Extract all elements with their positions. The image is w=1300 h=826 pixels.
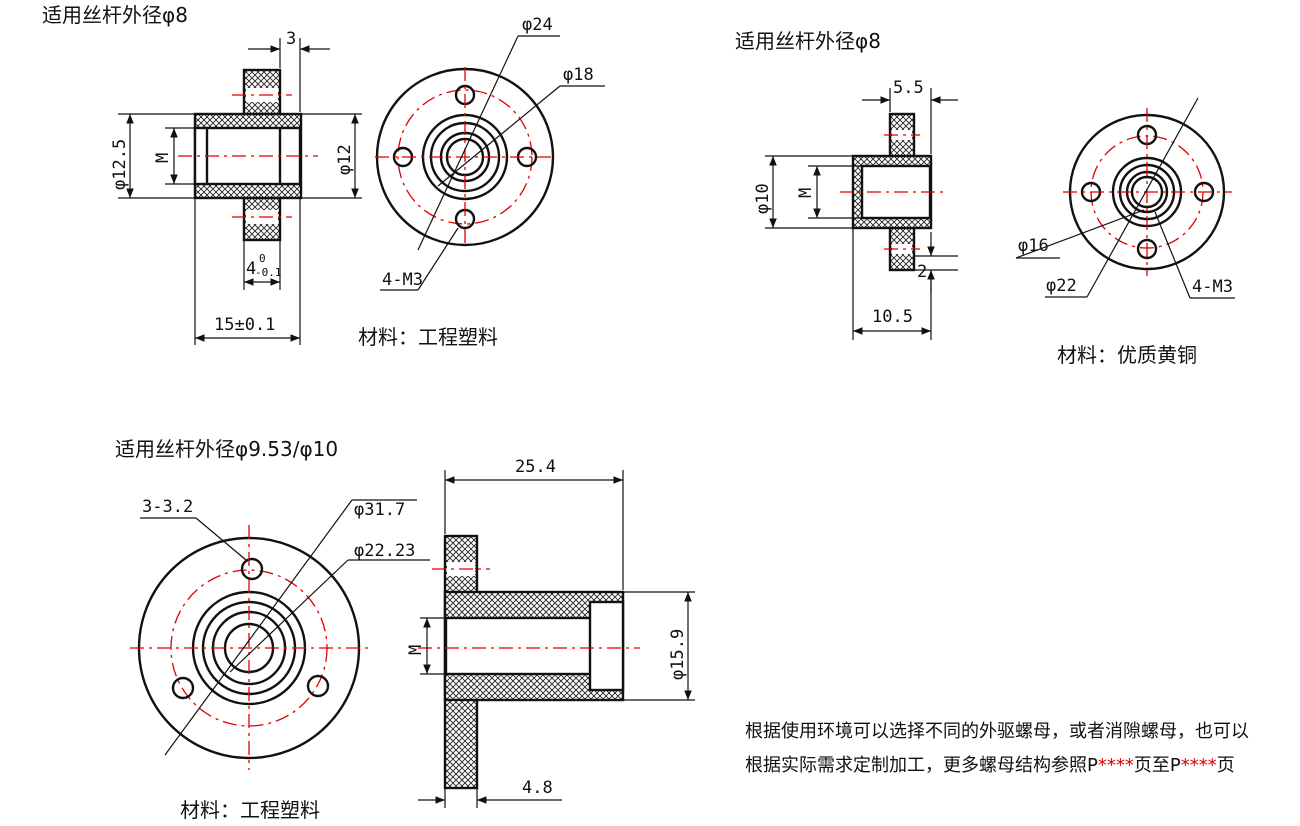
part1-title: 适用丝杆外径φ8 — [42, 3, 188, 27]
note-line2: 根据实际需求定制加工，更多螺母结构参照P****页至P****页 — [745, 755, 1235, 776]
part1-thread: M — [153, 153, 173, 163]
part2: 适用丝杆外径φ8 5.5 φ10 M — [735, 29, 1235, 367]
part3-holes: 3-3.2 — [142, 497, 193, 517]
part3-title: 适用丝杆外径φ9.53/φ10 — [115, 437, 338, 461]
part1-tol-lower: -0.1 — [255, 266, 282, 279]
part2-edge: 2 — [917, 262, 927, 282]
note: 根据使用环境可以选择不同的外驱螺母，或者消隙螺母，也可以 根据实际需求定制加工，… — [745, 721, 1249, 776]
part2-holes: 4-M3 — [1192, 277, 1233, 297]
part1-body-od: φ12 — [335, 144, 355, 175]
part1-front: φ24 φ18 4-M3 — [375, 15, 605, 291]
part1-flange-thickness: 3 — [286, 29, 296, 49]
part3-thread: M — [406, 645, 426, 655]
part3-section — [418, 534, 640, 790]
note-line2-e: 页 — [1217, 755, 1235, 776]
part3: 适用丝杆外径φ9.53/φ10 φ31.7 φ22.23 3-3.2 — [115, 437, 695, 822]
part2-length: 10.5 — [872, 307, 913, 327]
part1-pcd: φ18 — [563, 65, 594, 85]
part2-body-od: φ10 — [753, 183, 773, 214]
part2-pcd: φ16 — [1018, 236, 1049, 256]
part2-title: 适用丝杆外径φ8 — [735, 29, 881, 53]
part1-tol-base: 4 — [246, 259, 256, 279]
part2-dims: 5.5 φ10 M 2 10.5 — [753, 78, 958, 340]
part3-flange-thickness: 4.8 — [522, 778, 553, 798]
part1: 适用丝杆外径φ8 3 φ12.5 — [42, 3, 605, 349]
part3-pcd: φ22.23 — [354, 541, 415, 561]
part1-material: 材料：工程塑料 — [358, 325, 498, 349]
part1-section — [178, 68, 318, 242]
part2-material: 材料：优质黄铜 — [1057, 343, 1197, 367]
part1-dims: 3 φ12.5 M φ12 4 0 -0.1 15±0.1 — [110, 29, 362, 345]
note-line2-c: 页至P — [1134, 755, 1181, 776]
part3-flange-od: φ31.7 — [354, 500, 405, 520]
part2-flange-thickness: 5.5 — [893, 78, 924, 98]
part1-length: 15±0.1 — [214, 315, 275, 335]
part3-material: 材料：工程塑料 — [180, 798, 320, 822]
part2-section — [840, 112, 944, 272]
part3-front: φ31.7 φ22.23 3-3.2 — [130, 497, 430, 770]
note-line2-d: **** — [1181, 755, 1217, 776]
part3-body-od: φ15.9 — [668, 629, 688, 680]
note-line2-b: **** — [1098, 755, 1134, 776]
part1-bore: φ12.5 — [110, 139, 130, 190]
part1-tol-upper: 0 — [259, 252, 266, 265]
part1-holes: 4-M3 — [382, 270, 423, 290]
part2-front: φ16 φ22 4-M3 — [1015, 97, 1235, 299]
part2-thread: M — [796, 188, 816, 198]
part2-flange-od: φ22 — [1046, 276, 1077, 296]
note-line1: 根据使用环境可以选择不同的外驱螺母，或者消隙螺母，也可以 — [745, 721, 1249, 742]
part3-length: 25.4 — [515, 457, 556, 477]
part1-flange-od: φ24 — [522, 15, 553, 35]
note-line2-a: 根据实际需求定制加工，更多螺母结构参照P — [745, 755, 1098, 776]
part3-dims: 25.4 M φ15.9 4.8 — [406, 457, 695, 808]
